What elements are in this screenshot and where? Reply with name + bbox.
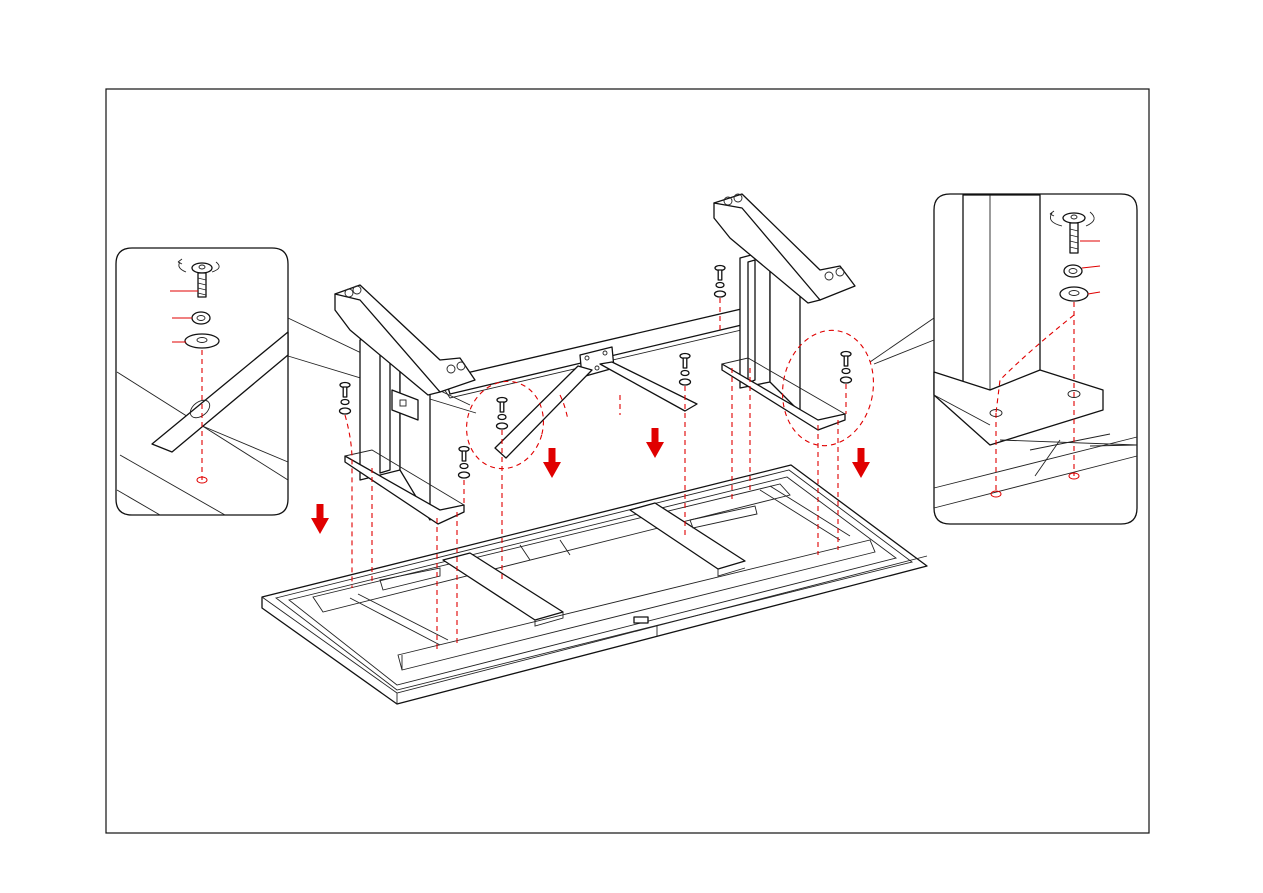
arrow-down-icon: [543, 448, 561, 478]
flat-washer-icon: [185, 334, 219, 348]
lock-washer-icon: [1064, 265, 1082, 277]
bolt-icon: [715, 266, 726, 298]
lock-washer-icon: [192, 312, 210, 324]
arrow-down-icon: [852, 448, 870, 478]
right-detail-callout: [870, 194, 1137, 524]
bolt-icon: [459, 447, 470, 479]
arrow-down-icon: [311, 504, 329, 534]
bolt-icon: [1050, 211, 1094, 253]
bolt-icon: [497, 398, 508, 430]
flat-washer-icon: [1060, 287, 1088, 301]
bolt-icon: [841, 352, 852, 384]
bolt-icon: [340, 383, 351, 415]
arrow-down-icon: [646, 428, 664, 458]
table-top-frame: [262, 465, 927, 704]
bolt-icon: [680, 354, 691, 386]
